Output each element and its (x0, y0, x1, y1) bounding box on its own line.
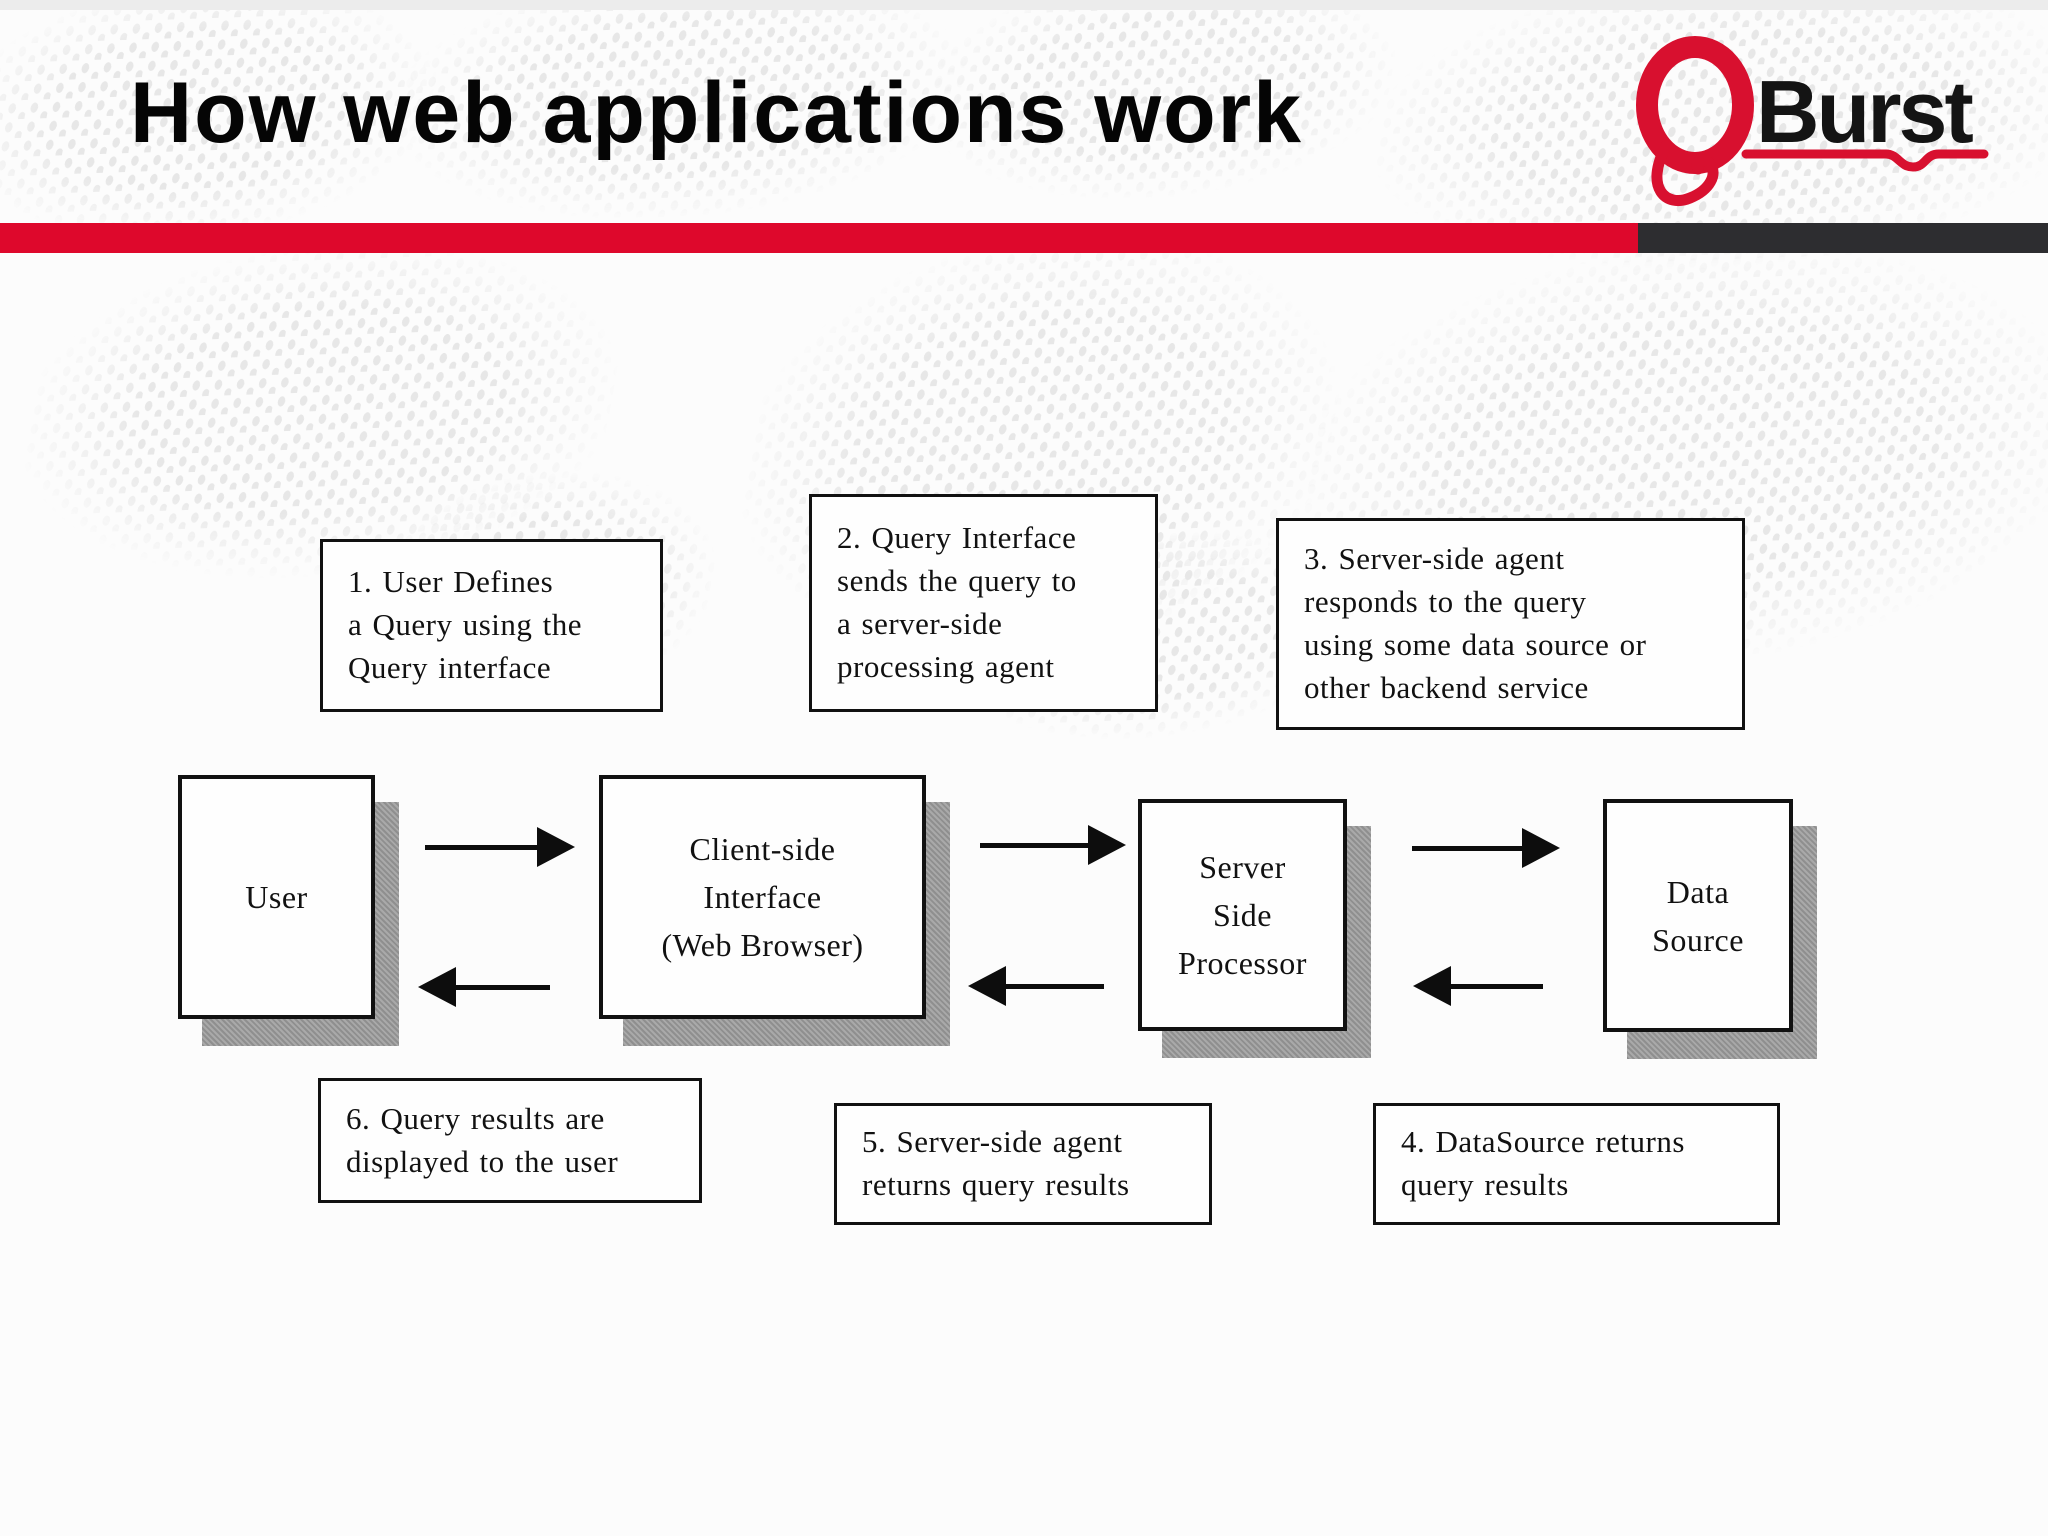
note-line: displayed to the user (346, 1143, 619, 1179)
background-pattern (0, 229, 643, 591)
entity-line: Data (1666, 873, 1730, 910)
arrow-shaft (425, 844, 537, 850)
arrow-left-server-to-client (968, 965, 1104, 1007)
arrow-left-data-to-server (1413, 965, 1543, 1007)
arrow-head-icon (418, 967, 456, 1007)
note-line: other backend service (1304, 669, 1589, 705)
entity-line: (Web Browser) (661, 927, 864, 963)
note-line: 1. User Defines (348, 564, 554, 600)
data-source-box: Data Source (1603, 799, 1817, 1059)
entity-line: Server (1199, 849, 1286, 885)
arrow-shaft (1412, 845, 1522, 851)
note-line: a Query using the (348, 607, 583, 643)
note-box-6: 6. Query results are displayed to the us… (318, 1078, 702, 1203)
top-edge-strip (0, 0, 2048, 10)
note-line: returns query results (862, 1167, 1130, 1202)
qburst-logo: Burst (1636, 36, 1989, 207)
note-line: 6. Query results are (346, 1100, 605, 1136)
note-line: sends the query to (837, 563, 1077, 599)
entity-line: User (245, 879, 308, 915)
note-line: a server-side (837, 606, 1003, 641)
arrow-shaft (456, 984, 550, 990)
note-box-2: 2. Query Interface sends the query to a … (809, 494, 1158, 712)
arrow-head-icon (1522, 828, 1560, 868)
note-line: processing agent (837, 648, 1055, 684)
note-line: using some data source or (1304, 627, 1647, 662)
arrow-shaft (980, 842, 1088, 848)
note-line: Query interface (348, 649, 552, 685)
server-side-processor-box: Server Side Processor (1138, 799, 1371, 1058)
note-line: 5. Server-side agent (862, 1124, 1123, 1160)
arrow-right-server-to-data (1412, 827, 1560, 869)
arrow-right-user-to-client (425, 826, 575, 868)
user-box: User (178, 775, 399, 1046)
note-box-4: 4. DataSource returns query results (1373, 1103, 1780, 1225)
box-face: Client-side Interface (Web Browser) (599, 775, 926, 1019)
page-title: How web applications work (130, 65, 1303, 161)
arrow-head-icon (968, 966, 1006, 1006)
arrow-shaft (1451, 983, 1543, 989)
logo-text: Burst (1756, 62, 1973, 161)
note-line: 2. Query Interface (837, 520, 1077, 556)
arrow-shaft (1006, 983, 1104, 989)
note-line: 3. Server-side agent (1304, 541, 1565, 577)
accent-bar-dark (1638, 223, 2048, 253)
box-face: User (178, 775, 375, 1019)
entity-line: Side (1213, 897, 1272, 933)
entity-line: Source (1652, 921, 1744, 958)
client-side-interface-box: Client-side Interface (Web Browser) (599, 775, 950, 1046)
entity-line: Interface (703, 879, 822, 915)
entity-line: Processor (1178, 945, 1307, 981)
arrow-head-icon (1088, 825, 1126, 865)
note-box-5: 5. Server-side agent returns query resul… (834, 1103, 1212, 1225)
entity-line: Client-side (689, 831, 836, 867)
note-line: responds to the query (1304, 584, 1587, 620)
note-box-1: 1. User Defines a Query using the Query … (320, 539, 663, 712)
arrow-head-icon (1413, 966, 1451, 1006)
note-line: 4. DataSource returns (1401, 1124, 1685, 1160)
box-face: Data Source (1603, 799, 1793, 1032)
box-face: Server Side Processor (1138, 799, 1347, 1031)
note-box-3: 3. Server-side agent responds to the que… (1276, 518, 1745, 730)
arrow-head-icon (537, 827, 575, 867)
note-line: query results (1401, 1167, 1569, 1202)
arrow-left-client-to-user (418, 966, 550, 1008)
arrow-right-client-to-server (980, 824, 1126, 866)
accent-bar-red (0, 223, 1638, 253)
